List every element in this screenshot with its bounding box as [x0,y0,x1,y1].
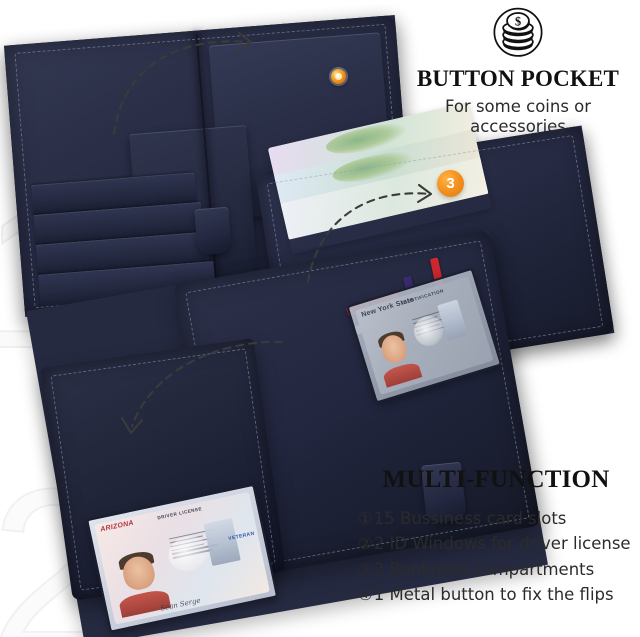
button-pocket-title: BUTTON POCKET [416,66,620,91]
photo-shirt [118,587,172,618]
feature-item: ②2 ID Windows for driver license [358,531,640,557]
feature-count: 2 [373,534,385,554]
svg-text:$: $ [515,14,521,28]
id-card-title: DRIVER LICENSE [156,506,203,521]
feature-label: ID Windows for driver license [389,534,631,554]
id-window-lower: ARIZONA DRIVER LICENSE VETERAN Sean Serg… [85,483,279,633]
feature-label: Bussiness card slots [400,508,567,528]
feature-label: Banknote compartments [389,559,595,579]
button-pocket-subtitle-line2: accessories [470,117,566,137]
feature-marker: ③ [358,559,373,579]
feature-count: 15 [373,508,395,528]
coin-stack-icon: $ [490,6,546,62]
id-thumbnail-photo [204,518,241,567]
section-button-pocket: $ BUTTON POCKET For some coins or access… [396,4,640,138]
wallet-bottom-flap: ARIZONA DRIVER LICENSE VETERAN Sean Serg… [40,338,286,633]
section-multi-function: MULTI-FUNCTION ①15 Bussiness card slots … [352,466,640,608]
feature-item: ①15 Bussiness card slots [358,506,640,532]
button-pocket-subtitle-line1: For some coins or [444,97,592,117]
feature-count: 2 [373,559,385,579]
feature-label: Metal button to fix the flips [389,585,614,605]
feature-marker: ④ [358,585,373,605]
multi-function-title: MULTI-FUNCTION [382,466,610,493]
button-pocket-subtitle: For some coins or accessories [396,97,640,137]
callout-badge-3: 3 [437,170,464,197]
photo-shirt [381,360,423,388]
feature-marker: ② [358,534,373,554]
feature-marker: ① [358,508,373,528]
feature-item: ③2 Banknote compartments [358,557,640,583]
feature-count: 1 [373,585,385,605]
feature-list: ①15 Bussiness card slots ②2 ID Windows f… [352,506,640,608]
id-card-lower: ARIZONA DRIVER LICENSE VETERAN Sean Serg… [94,491,270,625]
feature-item: ④1 Metal button to fix the flips [358,582,640,608]
wallet-top-strap [194,206,232,256]
id-card-state: ARIZONA [99,519,135,534]
